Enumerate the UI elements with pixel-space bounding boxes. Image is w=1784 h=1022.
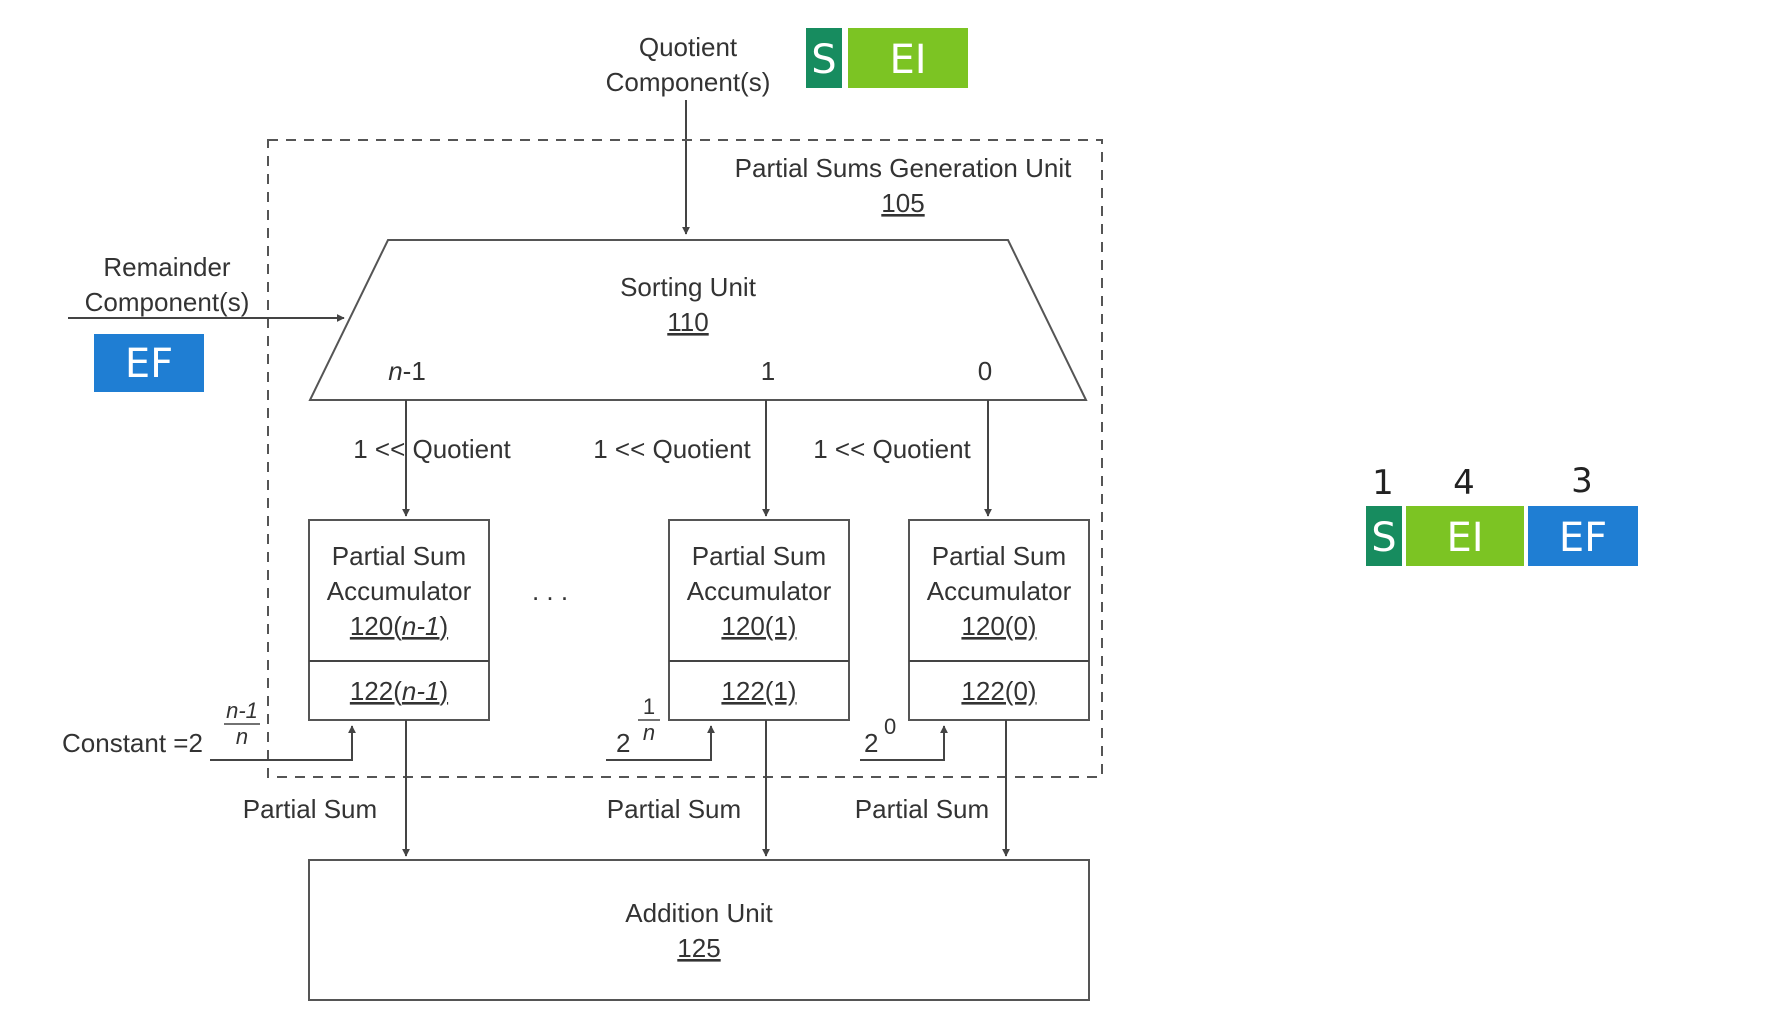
constant-mid-base: 2: [616, 728, 630, 758]
sorting-output-n-minus-1: n-1: [388, 356, 426, 386]
accumulator-n-minus-1-line1: Partial Sum: [332, 541, 466, 571]
sorting-output-1: 1: [761, 356, 775, 386]
addition-unit-ref: 125: [677, 933, 720, 963]
constant-first-exponent-denominator: n: [236, 724, 248, 749]
partial-sum-label-n-minus-1: Partial Sum: [243, 794, 377, 824]
accumulator-0-line2: Accumulator: [927, 576, 1072, 606]
legend-ei-text: EI: [1446, 515, 1483, 561]
ei-badge-text: EI: [889, 37, 926, 83]
remainder-label-line2: Component(s): [85, 287, 250, 317]
bit-count-ei: 4: [1453, 463, 1475, 503]
accumulator-0: [908, 519, 1090, 721]
constant-first-exponent-numerator: n-1: [226, 698, 258, 723]
constant-last-exponent: 0: [884, 714, 896, 739]
sorting-unit: [308, 239, 1088, 401]
constant-mid-exponent-numerator: 1: [643, 694, 655, 719]
register-1-ref: 122(1): [721, 676, 796, 706]
psgu-label: Partial Sums Generation Unit: [735, 153, 1072, 183]
bit-count-s: 1: [1372, 463, 1394, 503]
accumulator-1: [668, 519, 850, 721]
ei-badge: [848, 28, 968, 88]
sorting-output-0: 0: [978, 356, 992, 386]
remainder-label-line1: Remainder: [103, 252, 231, 282]
s-sign-badge: [806, 28, 842, 88]
register-0-ref: 122(0): [961, 676, 1036, 706]
constant-first-arrow: [210, 725, 356, 761]
partial-sums-generation-unit-boundary: [267, 139, 1103, 778]
register-n-minus-1-ref: 122(n-1): [350, 676, 448, 706]
legend-s-text: S: [1371, 515, 1396, 561]
shift-label-0: 1 << Quotient: [813, 434, 971, 464]
ef-badge: [94, 334, 204, 392]
legend-s-field: [1366, 506, 1402, 566]
psgu-ref: 105: [881, 188, 924, 218]
constant-mid-exponent-denominator: n: [643, 720, 655, 745]
constant-last-base: 2: [864, 728, 878, 758]
accumulator-ellipsis: . . .: [532, 576, 568, 606]
sorting-unit-ref: 110: [667, 307, 708, 337]
constant-last-arrow: [860, 725, 948, 761]
legend-ef-text: EF: [1559, 515, 1607, 561]
accumulator-1-line2: Accumulator: [687, 576, 832, 606]
constant-prefix: Constant =2: [62, 728, 203, 758]
partial-sum-label-0: Partial Sum: [855, 794, 989, 824]
accumulator-n-minus-1: [308, 519, 490, 721]
addition-unit-label: Addition Unit: [625, 898, 773, 928]
bit-count-ef: 3: [1571, 461, 1593, 501]
accumulator-0-ref: 120(0): [961, 611, 1036, 641]
s-badge-text: S: [811, 37, 836, 83]
constant-mid-arrow: [606, 725, 715, 761]
quotient-label-line2: Component(s): [606, 67, 771, 97]
accumulator-n-minus-1-line2: Accumulator: [327, 576, 472, 606]
accumulator-n-minus-1-ref: 120(n-1): [350, 611, 448, 641]
addition-unit: [308, 859, 1090, 1001]
quotient-label-line1: Quotient: [639, 32, 738, 62]
shift-label-n-minus-1: 1 << Quotient: [353, 434, 511, 464]
shift-label-1: 1 << Quotient: [593, 434, 751, 464]
accumulator-1-line1: Partial Sum: [692, 541, 826, 571]
legend-ef-field: [1528, 506, 1638, 566]
accumulator-0-line1: Partial Sum: [932, 541, 1066, 571]
ef-badge-text: EF: [125, 341, 173, 387]
sorting-unit-label: Sorting Unit: [620, 272, 757, 302]
partial-sum-label-1: Partial Sum: [607, 794, 741, 824]
accumulator-1-ref: 120(1): [721, 611, 796, 641]
legend-ei-field: [1406, 506, 1524, 566]
